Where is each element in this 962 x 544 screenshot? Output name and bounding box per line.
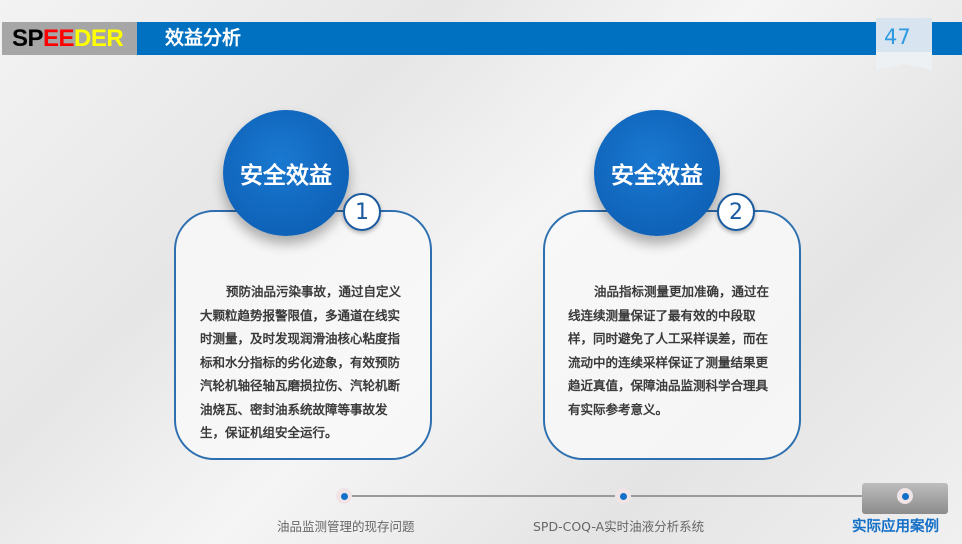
timeline-step-3[interactable]: 实际应用案例 — [852, 519, 939, 535]
benefit-heading-circle-2: 安全效益 — [594, 110, 720, 236]
logo-part: SP — [12, 25, 44, 52]
title-bar — [137, 22, 962, 55]
logo-part: EE — [43, 25, 75, 52]
benefit-text-1: 预防油品污染事故，通过自定义大颗粒趋势报警限值，多通道在线实时测量，及时发现润滑… — [200, 284, 402, 440]
timeline-step-1[interactable]: 油品监测管理的现存问题 — [277, 519, 415, 534]
page-number: 47 — [876, 18, 932, 70]
index-badge-2: 2 — [717, 193, 755, 231]
timeline-dot-2[interactable] — [615, 488, 631, 504]
timeline-step-2[interactable]: SPD-COQ-A实时油液分析系统 — [533, 519, 705, 534]
benefit-text-2: 油品指标测量更加准确，通过在线连续测量保证了最有效的中段取样，同时避免了人工采样… — [568, 284, 770, 417]
benefit-card-1 — [174, 210, 432, 460]
speeder-logo: SPEEDER — [2, 22, 137, 55]
benefit-heading-circle-1: 安全效益 — [223, 110, 349, 236]
logo-part: DER — [74, 25, 124, 52]
page-title: 效益分析 — [165, 27, 242, 49]
benefit-card-2 — [543, 210, 801, 460]
timeline-dot-3[interactable] — [897, 488, 913, 504]
timeline-dot-1[interactable] — [336, 488, 352, 504]
index-badge-1: 1 — [343, 193, 381, 231]
